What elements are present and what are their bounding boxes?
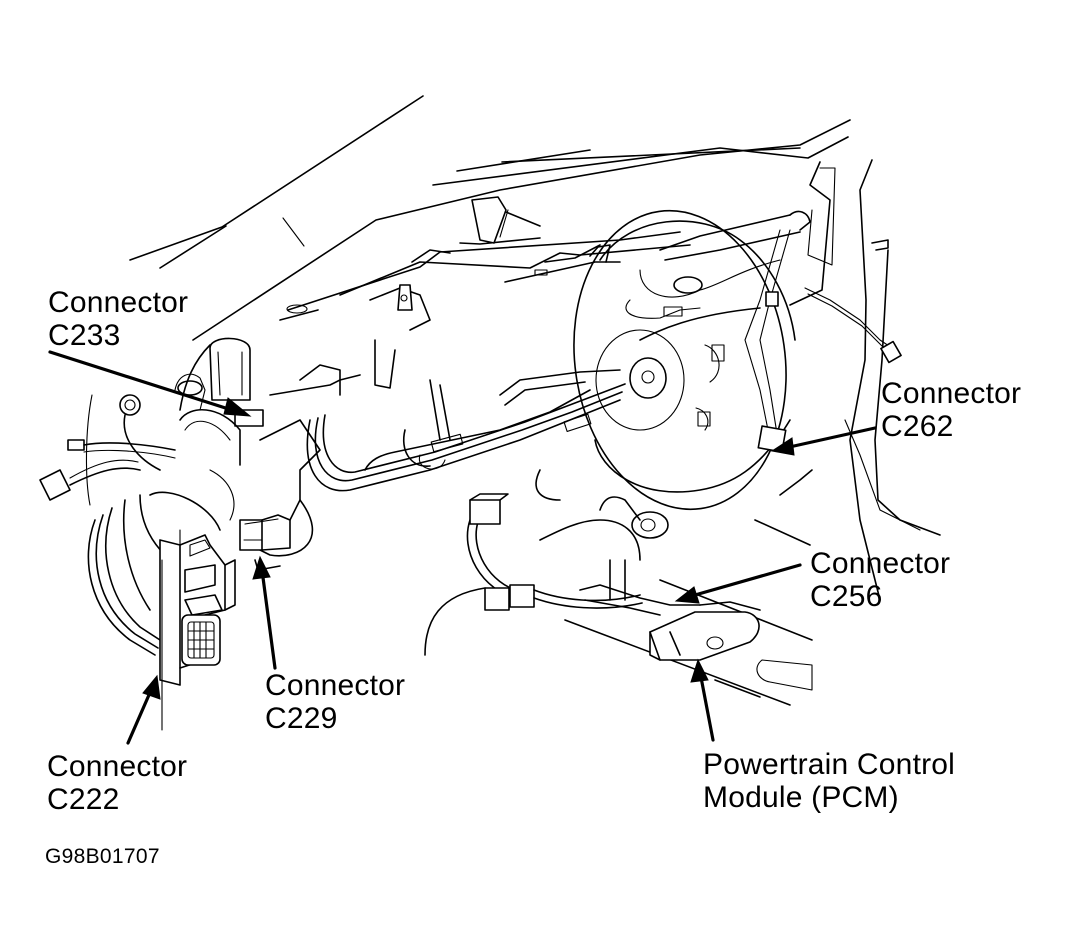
arrow-pcm bbox=[698, 670, 715, 742]
callout-pcm-line2: Module (PCM) bbox=[703, 781, 899, 814]
pcm-module bbox=[579, 584, 761, 661]
arrow-c262 bbox=[783, 426, 877, 450]
arrow-head-c229 bbox=[252, 555, 271, 580]
callout-c262-line2: C262 bbox=[881, 410, 954, 443]
callout-c233-line1: Connector bbox=[48, 286, 189, 319]
dash-rail bbox=[339, 244, 691, 296]
figure-id: G98B01707 bbox=[45, 845, 160, 868]
arrow-c233 bbox=[48, 350, 240, 414]
callout-c233-line2: C233 bbox=[48, 319, 121, 352]
arrow-c229 bbox=[260, 568, 277, 670]
callout-pcm: Powertrain Control Module (PCM) bbox=[703, 748, 955, 814]
lower-center-harness bbox=[424, 469, 669, 656]
callout-connector-c233: Connector C233 bbox=[48, 286, 188, 352]
callout-connector-c222: Connector C222 bbox=[47, 750, 187, 816]
callout-arrows bbox=[48, 350, 877, 745]
floor-console bbox=[564, 579, 813, 706]
arrow-head-c256 bbox=[674, 586, 700, 604]
arrow-head-c233 bbox=[223, 397, 252, 417]
arrow-c256 bbox=[686, 563, 802, 599]
callout-connector-c262: Connector C262 bbox=[881, 377, 1021, 443]
arrow-head-pcm bbox=[690, 658, 709, 683]
callout-c222-line2: C222 bbox=[47, 783, 120, 816]
callout-c256-line2: C256 bbox=[810, 580, 883, 613]
callout-pcm-line1: Powertrain Control bbox=[703, 748, 956, 781]
callout-c229-line2: C229 bbox=[265, 702, 338, 735]
column-harness bbox=[625, 210, 902, 453]
windshield-outline bbox=[129, 95, 851, 341]
dashboard-top bbox=[179, 196, 681, 411]
callout-c262-line1: Connector bbox=[881, 377, 1022, 410]
callout-connector-c256: Connector C256 bbox=[810, 547, 950, 613]
arrow-c222 bbox=[126, 686, 154, 745]
callout-connector-c229: Connector C229 bbox=[265, 669, 405, 735]
callout-c222-line1: Connector bbox=[47, 750, 188, 783]
arrow-head-c262 bbox=[770, 437, 795, 456]
steering-wheel bbox=[573, 209, 813, 546]
callout-c229-line1: Connector bbox=[265, 669, 406, 702]
callout-c256-line1: Connector bbox=[810, 547, 951, 580]
arrow-head-c222 bbox=[142, 674, 161, 700]
main-wire-harness bbox=[306, 369, 626, 492]
